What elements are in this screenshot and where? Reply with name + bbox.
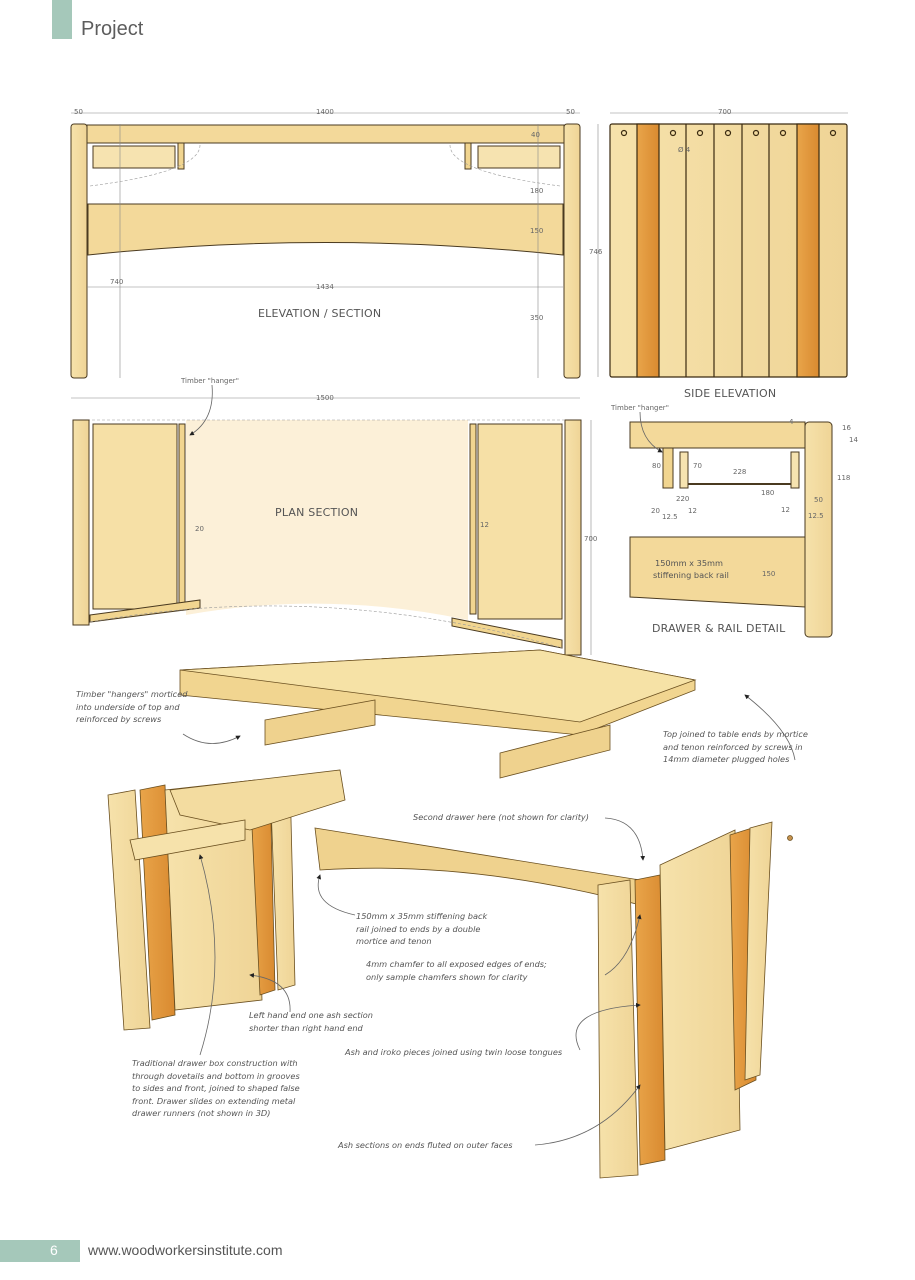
page-number: 6 xyxy=(50,1242,58,1258)
note-second-drawer: Second drawer here (not shown for clarit… xyxy=(413,812,589,822)
note-chamfer: 4mm chamfer to all exposed edges of ends… xyxy=(366,959,547,982)
dim-hole-diameter: Ø 4 xyxy=(678,146,691,154)
detail-title: DRAWER & RAIL DETAIL xyxy=(652,622,786,635)
note-drawer-box: Traditional drawer box construction with… xyxy=(132,1058,300,1118)
plan-section-drawing xyxy=(71,397,592,656)
detail-rail-label-1: 150mm x 35mm xyxy=(655,558,723,568)
dim-top-thickness: 40 xyxy=(531,131,540,139)
note-back-rail: 150mm x 35mm stiffening back rail joined… xyxy=(356,911,488,946)
dim-rail-height: 150 xyxy=(530,227,544,235)
section-title: Project xyxy=(81,18,144,40)
note-top-joined: Top joined to table ends by mortice and … xyxy=(663,729,808,764)
dim-detail-12-right: 12 xyxy=(781,506,790,514)
dim-plan-depth: 700 xyxy=(584,535,598,543)
side-elevation-drawing xyxy=(597,112,848,378)
dim-floor-clearance: 350 xyxy=(530,314,544,322)
dim-detail-180: 180 xyxy=(761,489,775,497)
dim-side-width: 700 xyxy=(718,108,732,116)
note-tongues: Ash and iroko pieces joined using twin l… xyxy=(345,1047,563,1057)
exploded-3d-view xyxy=(107,649,793,1179)
section-accent-bar xyxy=(52,0,72,39)
dim-plan-length: 1500 xyxy=(316,394,334,402)
dim-drawer-gap: 180 xyxy=(530,187,544,195)
note-left-end: Left hand end one ash section shorter th… xyxy=(249,1010,373,1033)
dim-top-length: 1400 xyxy=(316,108,334,116)
dim-detail-12-5-left: 12.5 xyxy=(662,513,678,521)
detail-rail-label-2: stiffening back rail xyxy=(653,570,729,580)
elevation-drawing xyxy=(70,112,581,379)
leader-arrows xyxy=(182,384,796,1146)
dim-detail-70: 70 xyxy=(693,462,702,470)
dim-inner-span: 1434 xyxy=(316,283,334,291)
elevation-title: ELEVATION / SECTION xyxy=(258,307,382,320)
drawer-rail-detail-drawing xyxy=(629,421,833,638)
footer-url[interactable]: www.woodworkersinstitute.com xyxy=(88,1242,283,1258)
dim-inner-height: 740 xyxy=(110,278,124,286)
detail-hanger-label: Timber "hanger" xyxy=(611,404,669,412)
side-elevation-title: SIDE ELEVATION xyxy=(684,387,777,400)
dim-detail-228: 228 xyxy=(733,468,747,476)
dim-detail-12-left: 12 xyxy=(688,507,697,515)
dim-detail-20: 20 xyxy=(651,507,660,515)
dim-detail-80: 80 xyxy=(652,462,661,470)
dim-detail-50: 50 xyxy=(814,496,823,504)
plan-section-title: PLAN SECTION xyxy=(275,506,359,519)
dim-detail-12-5-right: 12.5 xyxy=(808,512,824,520)
dim-detail-150: 150 xyxy=(762,570,776,578)
dim-detail-118: 118 xyxy=(837,474,851,482)
dim-side-height: 746 xyxy=(589,248,603,256)
dim-detail-16: 16 xyxy=(842,424,851,432)
dim-right-hanger: 12 xyxy=(480,521,489,529)
dim-detail-220: 220 xyxy=(676,495,690,503)
note-fluted: Ash sections on ends fluted on outer fac… xyxy=(338,1140,513,1150)
dim-detail-4: 4 xyxy=(789,418,794,426)
dim-left-hanger: 20 xyxy=(195,525,204,533)
dim-left-overhang: 50 xyxy=(74,108,83,116)
note-hangers: Timber "hangers" morticed into underside… xyxy=(76,689,188,724)
dim-right-overhang: 50 xyxy=(566,108,575,116)
plan-hanger-label: Timber "hanger" xyxy=(181,377,239,385)
dim-detail-14: 14 xyxy=(849,436,858,444)
footer-accent-bar xyxy=(0,1240,80,1262)
